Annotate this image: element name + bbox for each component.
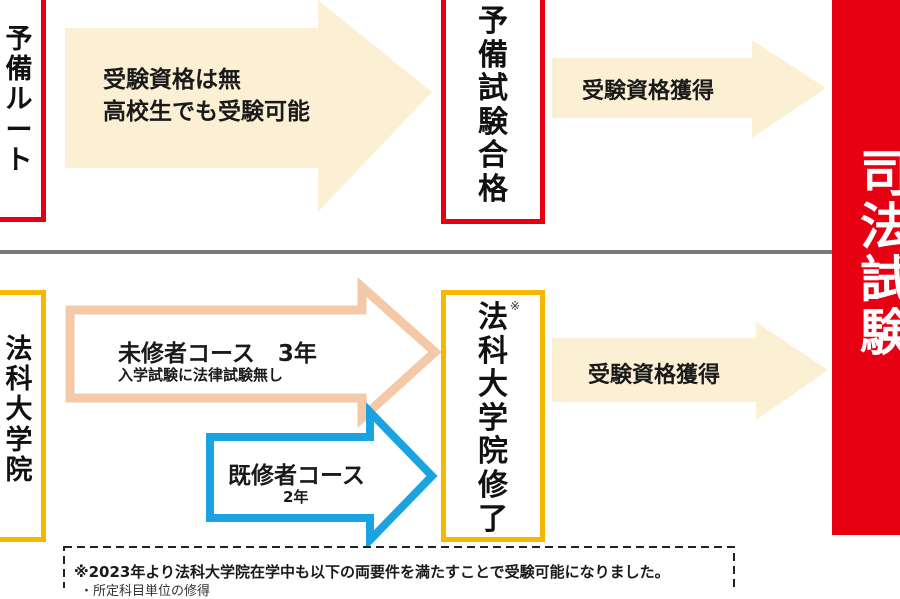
yobi-pass-label: 予備試験合格 [478,4,508,207]
law-school-grad-label: 法科大学院修了 [478,300,508,537]
mishu-course-sub: 入学試験に法律試験無し [118,366,284,384]
law-school-route-box: 法科大学院 [0,290,46,542]
top-arrow-line2: 高校生でも受験可能 [103,99,310,125]
grad-note-mark: ※ [509,299,520,313]
top-info-arrow [65,0,432,212]
bar-exam-box: 司法試験 [832,0,900,535]
kishu-course-arrow [206,402,438,550]
top-qualify-arrow [552,40,826,138]
yobi-pass-box: 予備試験合格 [441,0,545,224]
note-box [63,546,735,588]
yobi-route-box: 予備ルート [0,0,46,222]
bottom-qualify-arrow [552,322,828,420]
bottom-qualify-label: 受験資格獲得 [588,363,721,388]
note-line2: ・所定科目単位の修得 [80,584,211,599]
top-qualify-label: 受験資格獲得 [582,79,715,104]
kishu-course-sub: 2年 [283,488,309,506]
note-line1: ※2023年より法科大学院在学中も以下の両要件を満たすことで受験可能になりました… [74,563,670,581]
yobi-route-label: 予備ルート [5,24,33,176]
top-arrow-line1: 受験資格は無 [103,67,241,93]
kishu-course-title: 既修者コース [228,463,365,489]
mishu-course-title: 未修者コース 3年 [118,341,317,367]
bar-exam-label: 司法試験 [860,145,900,362]
section-divider [0,250,832,254]
mishu-course-arrow [65,276,442,429]
law-school-grad-box: 法科大学院修了 ※ [441,290,545,542]
law-school-route-label: 法科大学院 [5,334,33,486]
